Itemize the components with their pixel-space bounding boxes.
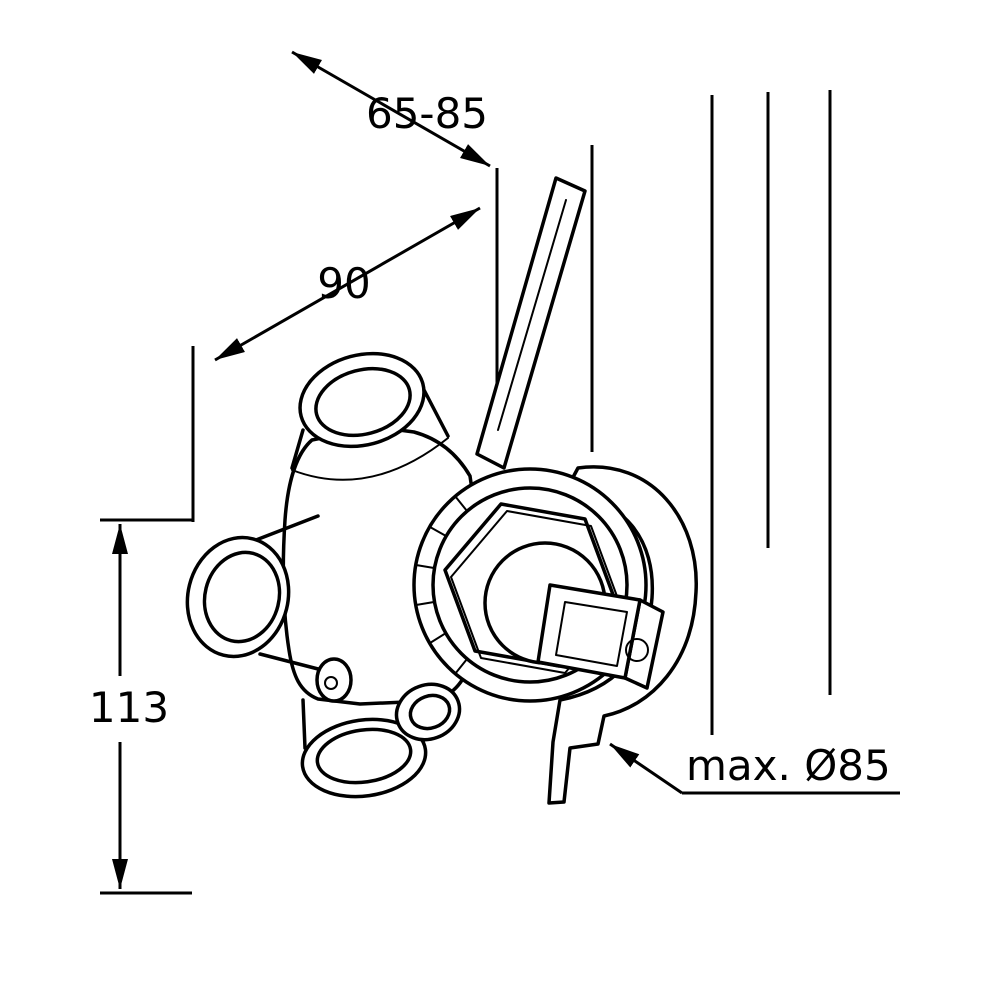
spindle-square-bore [555,601,628,667]
side-outlet-inner-bore [408,693,452,731]
left-port-side-line [258,652,324,672]
serration-notch [415,601,435,606]
screw-boss [315,657,353,703]
front-flange-ring [431,486,629,684]
dim-width-label: 90 [317,259,370,308]
dim-height-label: 113 [89,683,169,732]
valve-body-drawing [185,176,698,805]
body-contour-line [291,437,449,481]
spindle-detent-hole [625,638,649,662]
top-port-inner-bore [314,366,412,438]
bottom-port-side-line [301,698,307,750]
serration-notch [454,495,468,512]
max-diameter-label: max. Ø85 [686,741,891,790]
top-port-side-line [290,428,305,470]
lock-ring-serrations [415,495,468,675]
serration-notch [454,658,468,675]
dimension-max-diameter: max. Ø85 [609,741,900,795]
left-port-inner-bore [202,550,282,644]
dimension-height: 113 [89,518,192,895]
control-lever-edge-line [497,199,567,431]
dim-width-arrow-line [214,206,481,362]
screw-boss-hole [324,676,338,690]
hex-nut-shadow-edge [450,510,622,674]
bottom-port-inner-bore [315,727,413,785]
max-diameter-leader-arrow [609,742,683,795]
mounting-bracket [547,465,698,805]
serration-notch [429,526,447,537]
spindle-front-face [536,583,642,680]
serration-notch [429,632,447,644]
serration-notch [415,564,435,569]
left-port-side-line [254,514,320,542]
dim-depth-arrow-line [291,50,491,168]
top-port-side-line [421,386,450,438]
dim-depth-label: 65-85 [366,89,488,138]
dimension-depth-range: 65-85 [291,50,491,168]
control-lever [475,176,587,470]
dimension-width: 90 [191,206,481,522]
